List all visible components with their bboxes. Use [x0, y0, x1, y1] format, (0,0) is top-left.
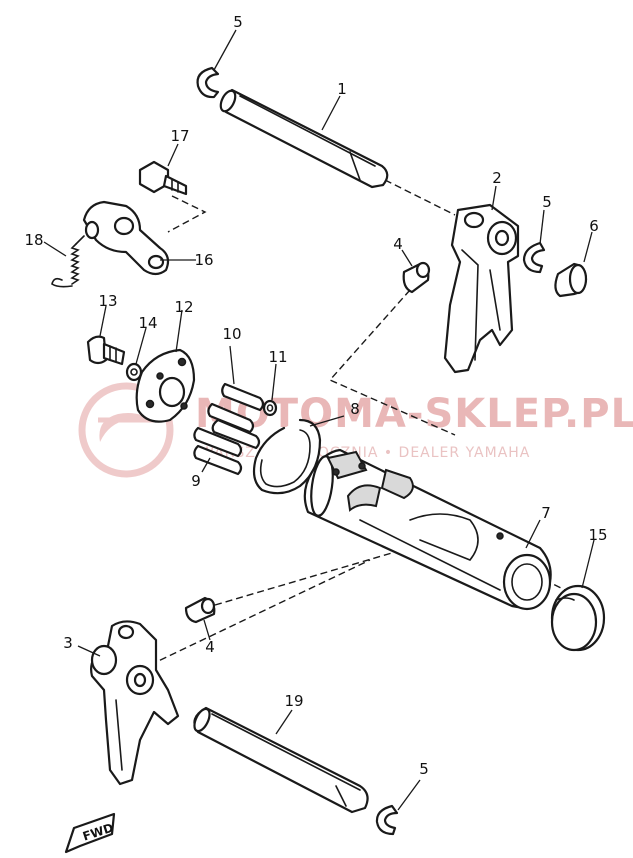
part-16-stopper-lever — [82, 200, 170, 276]
part-2-shift-fork — [443, 203, 520, 374]
callout-5-fork: 5 — [542, 193, 552, 211]
callout-11: 11 — [268, 348, 287, 366]
part-17-bolt — [138, 160, 188, 196]
part-5-circlip-lower — [375, 804, 399, 836]
callout-18: 18 — [24, 231, 43, 249]
part-14-washer — [125, 362, 143, 382]
part-15-cover — [550, 584, 606, 652]
callout-4-lower: 4 — [205, 638, 215, 656]
callout-15: 15 — [588, 526, 607, 544]
leader-lines — [43, 29, 595, 811]
part-5-circlip-upper — [196, 66, 220, 99]
callout-5-bottom: 5 — [419, 760, 429, 778]
callout-7: 7 — [541, 504, 551, 522]
callout-16: 16 — [194, 251, 213, 269]
watermark-logo — [78, 382, 174, 478]
fwd-arrow-icon: FWD — [64, 812, 115, 854]
callout-4-upper: 4 — [393, 235, 403, 253]
part-7-shift-drum — [303, 448, 552, 611]
part-8-ring — [252, 418, 322, 495]
part-1-guide-bar — [219, 88, 389, 189]
callout-8: 8 — [350, 400, 360, 418]
part-11-ball — [262, 399, 278, 417]
callout-2: 2 — [492, 169, 502, 187]
callout-3: 3 — [63, 634, 73, 652]
part-4-guide-pin-lower — [184, 596, 216, 624]
callout-6: 6 — [589, 217, 599, 235]
part-5-circlip-fork — [522, 241, 546, 274]
callout-14: 14 — [138, 314, 157, 332]
callout-12: 12 — [174, 298, 193, 316]
part-6-plug — [554, 262, 588, 298]
part-19-guide-bar — [193, 706, 369, 814]
callout-17: 17 — [170, 127, 189, 145]
part-18-spring — [51, 235, 85, 288]
callout-13: 13 — [98, 292, 117, 310]
callout-5-top: 5 — [233, 13, 243, 31]
callout-19: 19 — [284, 692, 303, 710]
callout-numbers: 5 1 2 5 6 4 17 16 18 13 14 12 10 11 8 9 … — [24, 13, 607, 778]
watermark-subtext: WARSZAWA.CHOCZNIA • DEALER YAMAHA — [200, 445, 530, 461]
part-13-screw — [86, 335, 126, 366]
part-12-segment — [135, 348, 196, 423]
part-10-pins — [207, 382, 265, 450]
part-3-shift-fork — [90, 620, 180, 786]
callout-1: 1 — [337, 80, 347, 98]
callout-9: 9 — [191, 472, 201, 490]
callout-10: 10 — [222, 325, 241, 343]
part-4-guide-pin-upper — [402, 261, 431, 294]
part-9-pins — [193, 426, 243, 476]
